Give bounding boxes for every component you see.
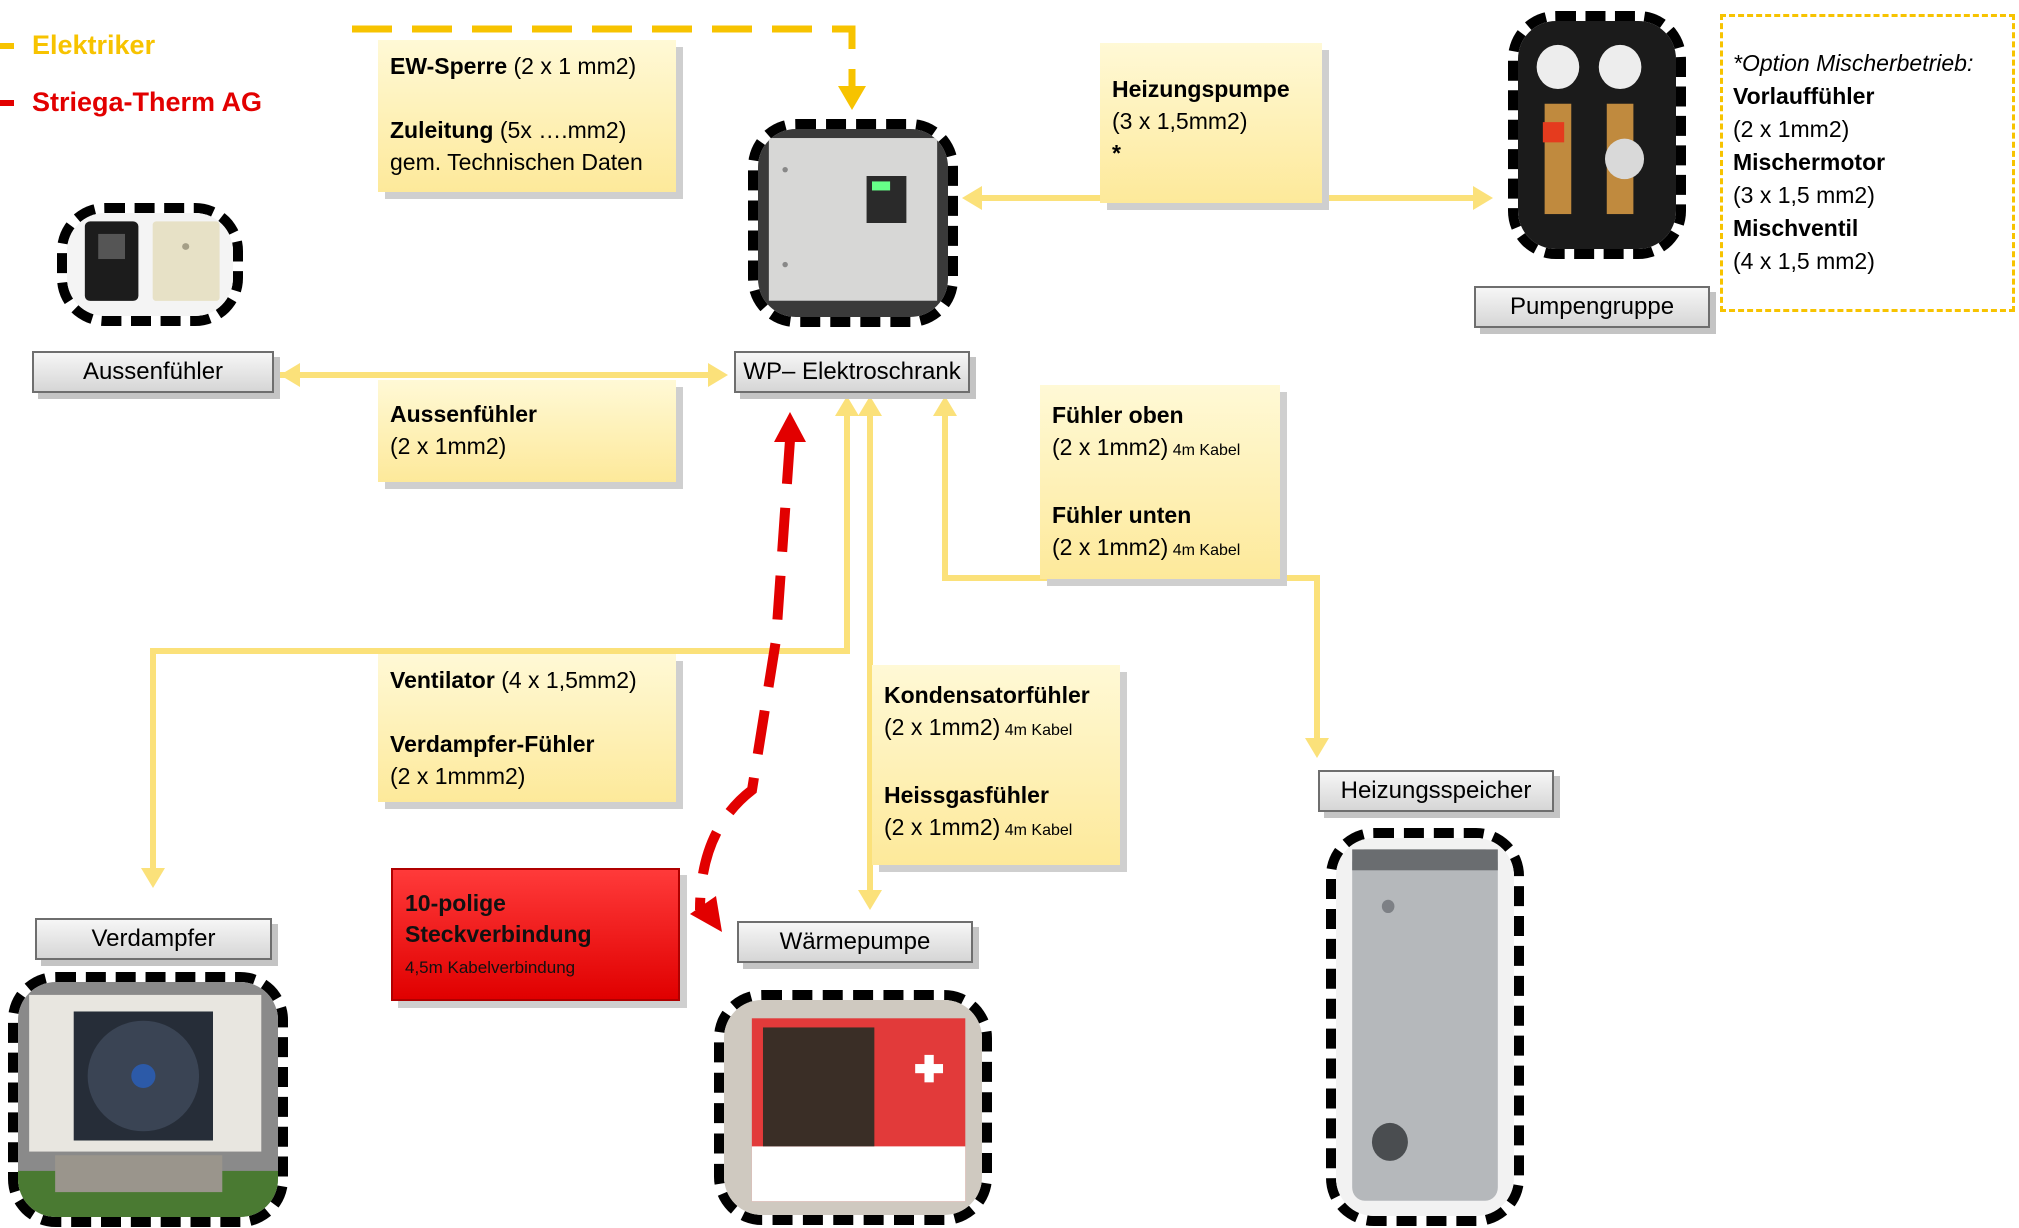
note-option-mischer: *Option Mischerbetrieb: Vorlauffühler (2… xyxy=(1720,14,2015,312)
note-ventilator: Ventilator (4 x 1,5mm2) Verdampfer-Fühle… xyxy=(378,654,676,802)
note-ew-sperre: EW-Sperre (2 x 1 mm2) Zuleitung (5x ….mm… xyxy=(378,40,676,192)
mischventil-value: (4 x 1,5 mm2) xyxy=(1733,248,1875,274)
heizungspumpe-title: Heizungspumpe xyxy=(1112,76,1290,102)
fuehler-unten-title: Fühler unten xyxy=(1052,502,1192,528)
aussen-note-title: Aussenfühler xyxy=(390,401,537,427)
note-kondensator: Kondensatorfühler (2 x 1mm2) 4m Kabel He… xyxy=(872,665,1120,865)
heizungspumpe-value: (3 x 1,5mm2) xyxy=(1112,108,1248,134)
wire-steckverbindung xyxy=(690,412,806,932)
label-aussenfuehler: Aussenfühler xyxy=(32,351,274,393)
wire-verdampfer xyxy=(150,408,850,875)
label-pumpengruppe: Pumpengruppe xyxy=(1474,286,1710,328)
verdampfer-fuehler-value: (2 x 1mmm2) xyxy=(390,763,526,789)
kondensator-title: Kondensatorfühler xyxy=(884,682,1090,708)
vorlauffuehler-title: Vorlauffühler xyxy=(1733,83,1875,109)
note-steckverbindung: 10-polige Steckverbindung 4,5m Kabelverb… xyxy=(391,868,680,1001)
ew-title: EW-Sperre xyxy=(390,53,508,79)
note-heizungspumpe: Heizungspumpe (3 x 1,5mm2) * xyxy=(1100,43,1322,203)
pumpengruppe-photo xyxy=(1508,11,1686,259)
waermepumpe-photo: www.striega-therm.ch xyxy=(714,990,992,1225)
verdampfer-fuehler-title: Verdampfer-Fühler xyxy=(390,731,595,757)
mischermotor-title: Mischermotor xyxy=(1733,149,1886,175)
label-elektroschrank: WP– Elektroschrank xyxy=(734,351,970,393)
label-verdampfer: Verdampfer xyxy=(35,918,272,960)
aussen-note-value: (2 x 1mm2) xyxy=(390,433,507,459)
legend-swatches xyxy=(0,43,14,106)
fuehler-unten-value: (2 x 1mm2) xyxy=(1052,534,1169,560)
note-speicherfuehler: Fühler oben (2 x 1mm2) 4m Kabel Fühler u… xyxy=(1040,385,1280,579)
stecker-cable: 4,5m Kabelverbindung xyxy=(405,958,576,977)
zuleitung-note: gem. Technischen Daten xyxy=(390,149,643,175)
label-heizungsspeicher: Heizungsspeicher xyxy=(1318,770,1554,812)
zuleitung-title: Zuleitung xyxy=(390,117,494,143)
legend-striega: Striega-Therm AG xyxy=(32,87,263,117)
kondensator-value: (2 x 1mm2) xyxy=(884,714,1001,740)
striega-brand-text: www.striega-therm.ch xyxy=(779,1154,861,1164)
kondensator-cable: 4m Kabel xyxy=(1000,722,1073,739)
ventilator-value: (4 x 1,5mm2) xyxy=(494,667,637,693)
legend-elektriker: Elektriker xyxy=(32,30,156,60)
heissgas-value: (2 x 1mm2) xyxy=(884,814,1001,840)
heissgas-title: Heissgasfühler xyxy=(884,782,1049,808)
wire-ew-sperre xyxy=(352,25,866,110)
note-aussenfuehler: Aussenfühler (2 x 1mm2) xyxy=(378,380,676,482)
ventilator-title: Ventilator xyxy=(390,667,495,693)
elektroschrank-photo xyxy=(748,119,958,327)
heissgas-cable: 4m Kabel xyxy=(1000,822,1073,839)
mischventil-title: Mischventil xyxy=(1733,215,1859,241)
stecker-title-2: Steckverbindung xyxy=(405,921,592,947)
ew-value: (2 x 1 mm2) xyxy=(507,53,637,79)
zuleitung-value: (5x ….mm2) xyxy=(493,117,627,143)
heizungspumpe-asterisk: * xyxy=(1112,140,1121,166)
mischermotor-value: (3 x 1,5 mm2) xyxy=(1733,182,1875,208)
fuehler-oben-cable: 4m Kabel xyxy=(1168,442,1241,459)
label-waermepumpe: Wärmepumpe xyxy=(737,921,973,963)
vorlauffuehler-value: (2 x 1mm2) xyxy=(1733,116,1850,142)
aussenfuehler-photo xyxy=(57,203,243,326)
heizungsspeicher-photo xyxy=(1326,828,1524,1226)
fuehler-unten-cable: 4m Kabel xyxy=(1168,542,1241,559)
option-title: *Option Mischerbetrieb: xyxy=(1733,50,1974,76)
stecker-title-1: 10-polige xyxy=(405,890,506,916)
fuehler-oben-value: (2 x 1mm2) xyxy=(1052,434,1169,460)
wire-arrowheads xyxy=(141,186,1493,910)
fuehler-oben-title: Fühler oben xyxy=(1052,402,1184,428)
verdampfer-photo xyxy=(8,972,288,1227)
